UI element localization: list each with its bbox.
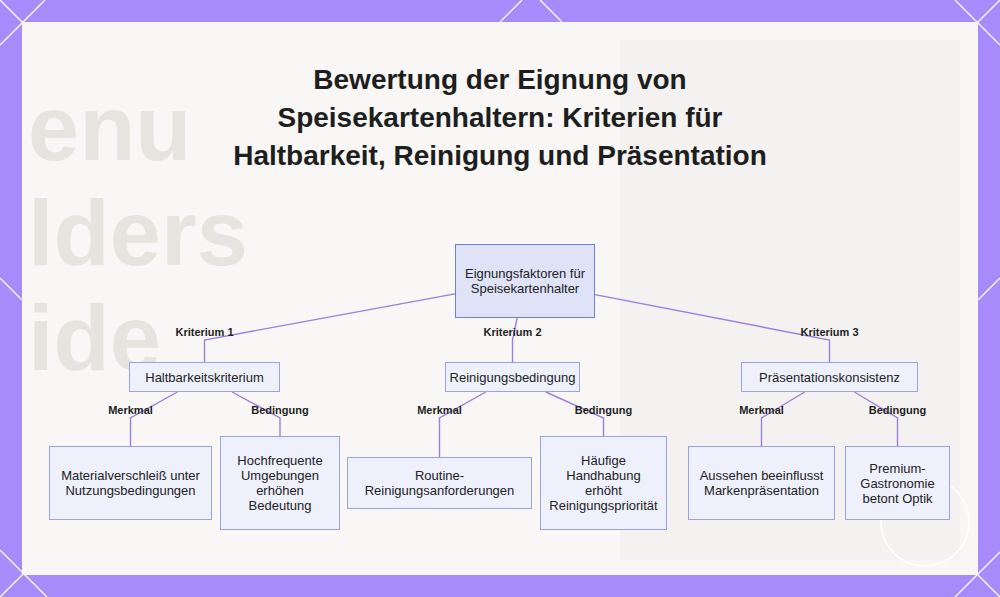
root-box: Eignungsfaktoren für Speisekartenhalter [455, 244, 595, 318]
node-text: Routine-Reinigungsanforderungen [355, 468, 524, 498]
node-text: Eignungsfaktoren für Speisekartenhalter [463, 266, 587, 296]
process-box: Präsentationskonsistenz [741, 362, 918, 392]
node-text: Materialverschleiß unter Nutzungsbedingu… [57, 468, 204, 498]
node-text: Hochfrequente Umgebungen erhöhen Bedeutu… [228, 453, 332, 513]
edge-label: Kriterium 3 [800, 326, 858, 339]
connector-line [131, 392, 178, 446]
connector-line [513, 318, 518, 362]
ornament-line [500, 0, 522, 22]
node-text: Haltbarkeitskriterium [145, 370, 263, 385]
ornament-line [540, 0, 562, 22]
watermark-text: lders [28, 183, 248, 283]
process-box: Haltbarkeitskriterium [129, 362, 280, 392]
node-text: Reinigungsbedingung [450, 370, 576, 385]
process-box: Materialverschleiß unter Nutzungsbedingu… [49, 446, 212, 520]
process-box: Premium-Gastronomie betont Optik [845, 446, 950, 520]
node-text: Premium-Gastronomie betont Optik [853, 461, 942, 506]
node-text: Häufige Handhabung erhöht Reinigungsprio… [548, 453, 659, 513]
edge-label: Bedingung [575, 404, 632, 417]
connector-line [854, 392, 897, 446]
connector-line [205, 294, 456, 362]
edge-label: Bedingung [869, 404, 926, 417]
edge-label: Merkmal [739, 404, 784, 417]
diagram-title: Bewertung der Eignung von Speisekartenha… [210, 61, 790, 175]
node-text: Aussehen beeinflusst Markenpräsentation [696, 468, 827, 498]
connector-line [440, 392, 486, 457]
node-text: Präsentationskonsistenz [759, 370, 900, 385]
process-box: Reinigungsbedingung [445, 362, 580, 392]
watermark-text: enu [28, 78, 192, 178]
ornament-line [0, 278, 22, 300]
connector-line [762, 392, 805, 446]
edge-label: Kriterium 1 [175, 326, 233, 339]
connector-line [595, 295, 830, 362]
content-panel [22, 22, 978, 575]
process-box: Aussehen beeinflusst Markenpräsentation [688, 446, 835, 520]
ornament-line [978, 278, 1000, 300]
process-box: Routine-Reinigungsanforderungen [347, 457, 532, 509]
edge-label: Bedingung [251, 404, 308, 417]
process-box: Häufige Handhabung erhöht Reinigungsprio… [540, 436, 667, 530]
process-box: Hochfrequente Umgebungen erhöhen Bedeutu… [220, 436, 340, 530]
edge-label: Merkmal [417, 404, 462, 417]
edge-label: Kriterium 2 [483, 326, 541, 339]
edge-label: Merkmal [108, 404, 153, 417]
